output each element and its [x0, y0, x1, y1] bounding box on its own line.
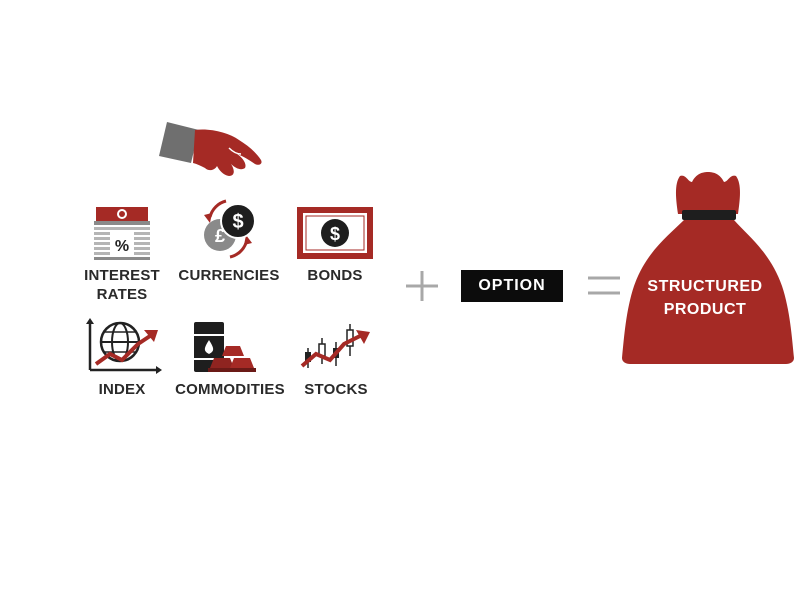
- bond-certificate-icon: $: [297, 207, 373, 259]
- candlestick-chart-icon: [300, 324, 370, 368]
- option-label: OPTION: [478, 277, 546, 294]
- stocks-label: STOCKS: [304, 381, 368, 398]
- structured-product-line1: STRUCTURED: [647, 278, 763, 295]
- structured-product-label: STRUCTURED PRODUCT: [630, 275, 780, 321]
- oil-barrel-gold-bars-icon: [194, 322, 256, 372]
- bonds-label: BONDS: [307, 267, 363, 284]
- globe-growth-chart-icon: [86, 318, 162, 374]
- plus-icon: [406, 271, 438, 301]
- money-bag-icon: [622, 172, 794, 364]
- percent-glyph: %: [115, 238, 129, 255]
- currency-exchange-icon: £ $: [204, 199, 256, 259]
- percent-building-icon: %: [94, 207, 150, 260]
- option-box: OPTION: [461, 270, 563, 302]
- pound-glyph: £: [215, 226, 225, 246]
- interest-rates-label-line2: RATES: [96, 286, 148, 303]
- index-label: INDEX: [98, 381, 146, 398]
- interest-rates-label: INTEREST RATES: [72, 266, 172, 304]
- structured-product-line2: PRODUCT: [663, 301, 747, 318]
- dollar-glyph: $: [232, 211, 243, 233]
- commodities-label: COMMODITIES: [175, 381, 285, 398]
- interest-rates-label-line1: INTEREST: [84, 267, 160, 284]
- grabbing-hand-icon: [159, 122, 262, 176]
- equals-icon: [588, 276, 620, 295]
- currencies-label: CURRENCIES: [178, 267, 280, 284]
- bond-dollar-glyph: $: [330, 224, 340, 244]
